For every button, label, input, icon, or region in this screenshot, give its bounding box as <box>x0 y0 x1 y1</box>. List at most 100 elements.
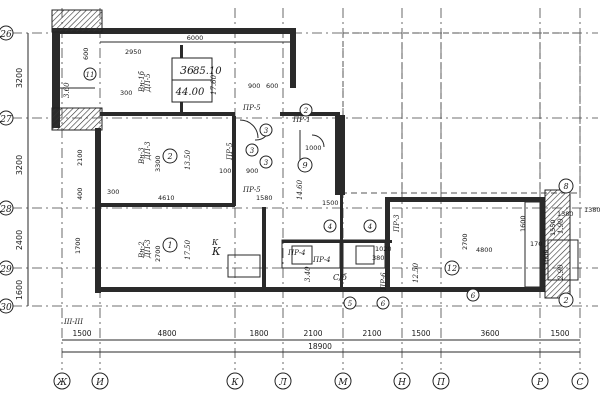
dim-600: 600 <box>266 82 278 90</box>
label-pr6: ПР-6 <box>380 272 388 291</box>
axis-mark-p: П <box>436 378 445 388</box>
room-number-2: 2 <box>166 152 172 161</box>
dim-1700: 1700 <box>74 237 82 254</box>
dim-100: 100 <box>219 167 231 175</box>
dim-2950: 2950 <box>125 48 142 56</box>
dim-1380: 1380 <box>557 210 574 218</box>
mark-4-b: 4 <box>367 223 372 231</box>
dim-1500: 1500 <box>322 199 339 207</box>
dim-300-b: 300 <box>107 188 119 196</box>
room-number-11: 11 <box>86 71 95 79</box>
left-span-3: 2400 <box>15 230 24 250</box>
dim-1020: 1020 <box>375 245 392 253</box>
dim-600-b: 600 <box>82 48 90 60</box>
axis-mark-i: И <box>95 378 104 388</box>
right-mark-8: 8 <box>563 182 568 191</box>
bottom-total: 18900 <box>308 342 332 351</box>
dim-3300: 3300 <box>154 155 162 172</box>
room-number-9: 9 <box>302 161 307 170</box>
bottom-dim-5: 2100 <box>362 329 381 338</box>
room-area-right-1: 1.90 <box>557 218 565 234</box>
mark-3-c: 3 <box>264 159 269 167</box>
bottom-dim-7: 3600 <box>480 329 499 338</box>
axis-mark-28: 28 <box>0 205 12 215</box>
label-pr4-room: ПР-4 <box>287 249 306 257</box>
mark-4-a: 4 <box>327 223 332 231</box>
left-span-4: 1600 <box>15 280 24 300</box>
element-labels: ПР-5 ПР-5 ПР-5 ПР-1 ПР-4 ПР-6 ПР-3 Вн-1б… <box>63 70 401 326</box>
right-mark-2: 2 <box>562 296 568 305</box>
dim-1000: 1000 <box>305 144 322 152</box>
dim-900: 900 <box>248 82 260 90</box>
mark-6-b: 6 <box>381 300 386 308</box>
dim-1580: 1580 <box>256 194 273 202</box>
axis-mark-30: 30 <box>0 303 12 313</box>
room-area-12b: 12.50 <box>412 262 420 283</box>
walls <box>51 9 579 299</box>
bottom-dim-3: 1800 <box>249 329 268 338</box>
bottom-dim-1: 1500 <box>72 329 91 338</box>
bottom-dim-4: 2100 <box>303 329 322 338</box>
axis-mark-26: 26 <box>0 30 12 40</box>
room-area-right-2: 2.90 <box>557 264 565 281</box>
label-pr5-c: ПР-5 <box>242 186 261 194</box>
bottom-dim-6: 1500 <box>411 329 430 338</box>
apartment-tag: 36 85.10 44.00 <box>171 57 222 103</box>
room-area-12-top: 17.60 <box>210 74 218 95</box>
mark-2: 2 <box>303 107 309 115</box>
section-marker: III-III <box>63 318 83 326</box>
right-dim-2: 1550 <box>549 219 557 236</box>
label-pr5-b: ПР-5 <box>226 142 234 161</box>
axis-mark-l: Л <box>278 378 287 388</box>
dim-900-b: 900 <box>246 167 258 175</box>
bottom-dimensions: 1500 4800 1800 2100 2100 1500 3600 1500 … <box>72 329 569 351</box>
dimension-lines <box>27 33 580 353</box>
label-dp1: ДП-5 <box>144 73 152 93</box>
dim-300-a: 300 <box>120 89 132 97</box>
right-dim-3: 1600 <box>542 249 550 266</box>
dim-6000: 6000 <box>187 34 204 42</box>
room-area-2: 13.50 <box>184 149 192 170</box>
room-number-12b: 12 <box>447 264 457 273</box>
bottom-axis-markers: Ж И К Л М Н П Р С <box>53 372 589 390</box>
mark-6-a: 6 <box>471 292 476 300</box>
left-span-2: 3200 <box>15 155 24 175</box>
adjacent-unit-outline <box>342 32 581 194</box>
label-pr1: ПР-1 <box>292 116 311 124</box>
dim-400: 400 <box>76 188 84 200</box>
mark-3-b: 3 <box>250 147 255 155</box>
mark-3-a: 3 <box>264 127 269 135</box>
extra-labels: ПР-4 К <box>211 238 306 257</box>
dim-4610: 4610 <box>158 194 175 202</box>
axis-mark-k: К <box>231 378 240 388</box>
mark-5: 5 <box>348 300 353 308</box>
dim-2700: 2700 <box>461 233 469 250</box>
axis-mark-27: 27 <box>0 115 12 125</box>
label-k: К <box>211 238 219 247</box>
axis-mark-r: Р <box>536 378 544 388</box>
room-labels: 11 3.60 17.60 2 13.50 1 17.50 9 14.60 К … <box>63 67 565 283</box>
right-markers: 8 2 1380 1550 1600 <box>542 178 600 308</box>
label-pr5-a: ПР-5 <box>242 104 261 112</box>
apartment-area-living: 44.00 <box>175 87 205 98</box>
dim-2700-b: 2700 <box>154 245 162 262</box>
right-dim-1: 1380 <box>584 206 600 214</box>
label-vn3: Вн-3 <box>138 147 146 165</box>
label-vn1b: Вн-1б <box>138 70 146 93</box>
room-area-1: 17.50 <box>184 239 192 260</box>
apartment-number: 36 <box>180 64 194 77</box>
room-area-11: 3.60 <box>63 82 71 98</box>
room-number-1: 1 <box>167 241 172 250</box>
bottom-dim-8: 1500 <box>550 329 569 338</box>
left-span-1: 3200 <box>15 68 24 88</box>
room-bath-area: 3.40 <box>304 266 312 282</box>
label-vn2: Вн-2 <box>138 241 146 259</box>
dim-1600: 1600 <box>519 215 527 232</box>
dim-2100: 2100 <box>76 149 84 166</box>
label-dp2: ДП-3 <box>144 141 152 161</box>
label-pr4: ПР-4 <box>312 256 331 264</box>
dim-380: 380 <box>372 254 384 262</box>
bottom-dim-2: 4800 <box>157 329 176 338</box>
axis-mark-n: Н <box>397 378 406 388</box>
